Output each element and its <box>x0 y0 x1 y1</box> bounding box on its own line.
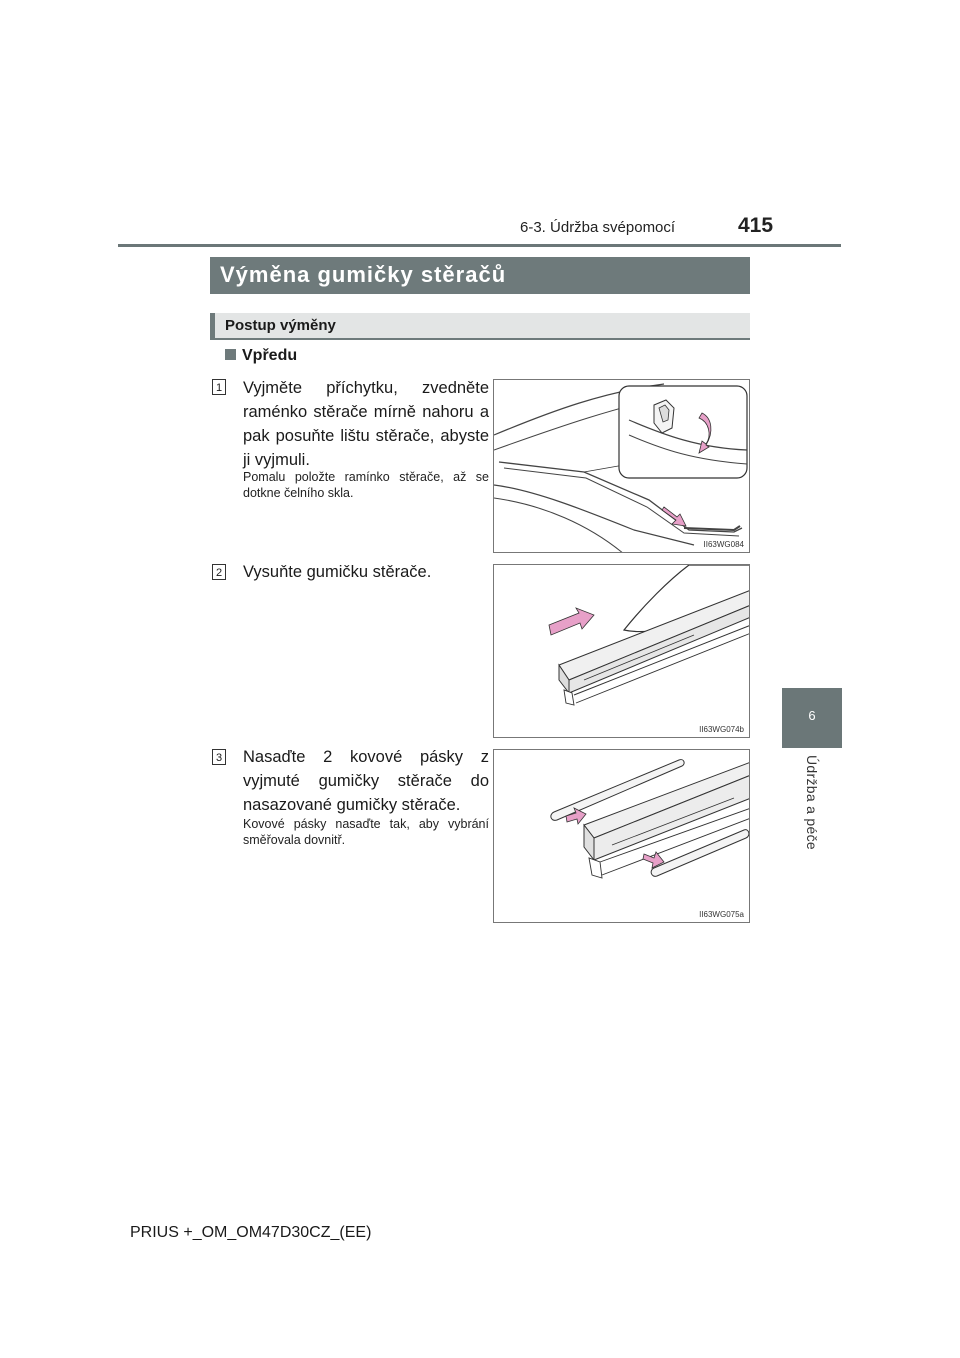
metal-strips-illustration <box>550 759 749 879</box>
step-number-2: 2 <box>212 564 226 580</box>
chapter-number: 6 <box>808 708 816 723</box>
step-number-1: 1 <box>212 379 226 395</box>
figure-code: II63WG084 <box>703 540 744 549</box>
step-3-note: Kovové pásky nasaďte tak, aby vybrání sm… <box>243 817 489 847</box>
figure-metal-strips: II63WG075a <box>493 749 750 923</box>
figure-wiper-arm: II63WG084 <box>493 379 750 553</box>
step-1-note: Pomalu položte ramínko stěrače, až se do… <box>243 470 489 500</box>
figure-code: II63WG075a <box>699 910 744 919</box>
step-3-text: Nasaďte 2 kovové pásky z vyjmuté gumičky… <box>243 748 489 814</box>
step-number-3: 3 <box>212 749 226 765</box>
footer-doc-code: PRIUS +_OM_OM47D30CZ_(EE) <box>130 1224 372 1241</box>
subtitle-accent <box>210 313 215 338</box>
section-title: Výměna gumičky stěračů <box>220 262 507 287</box>
chapter-title: Údržba a péče <box>804 755 820 850</box>
figure-wiper-rubber: II63WG074b <box>493 564 750 738</box>
section-title-bar: Výměna gumičky stěračů <box>210 257 750 294</box>
square-bullet-icon <box>225 349 236 360</box>
chapter-label: Údržba a péče <box>782 755 842 855</box>
page-number: 415 <box>738 214 774 237</box>
wiper-rubber-illustration <box>548 565 749 706</box>
header-rule <box>118 244 841 247</box>
subtitle: Postup výměny <box>225 317 336 334</box>
chapter-tab: 6 <box>782 688 842 748</box>
step-1-text: Vyjměte příchytku, zvedněte raménko stěr… <box>243 379 489 469</box>
header-section-title: 6-3. Údržba svépomocí <box>520 219 676 236</box>
subtitle-bar: Postup výměny <box>210 313 750 340</box>
step-2-text: Vysuňte gumičku stěrače. <box>243 563 432 581</box>
figure-code: II63WG074b <box>699 725 744 734</box>
subsection-label: Vpředu <box>242 347 298 364</box>
wiper-arm-illustration <box>494 383 748 552</box>
subsection-heading: Vpředu <box>225 347 297 365</box>
